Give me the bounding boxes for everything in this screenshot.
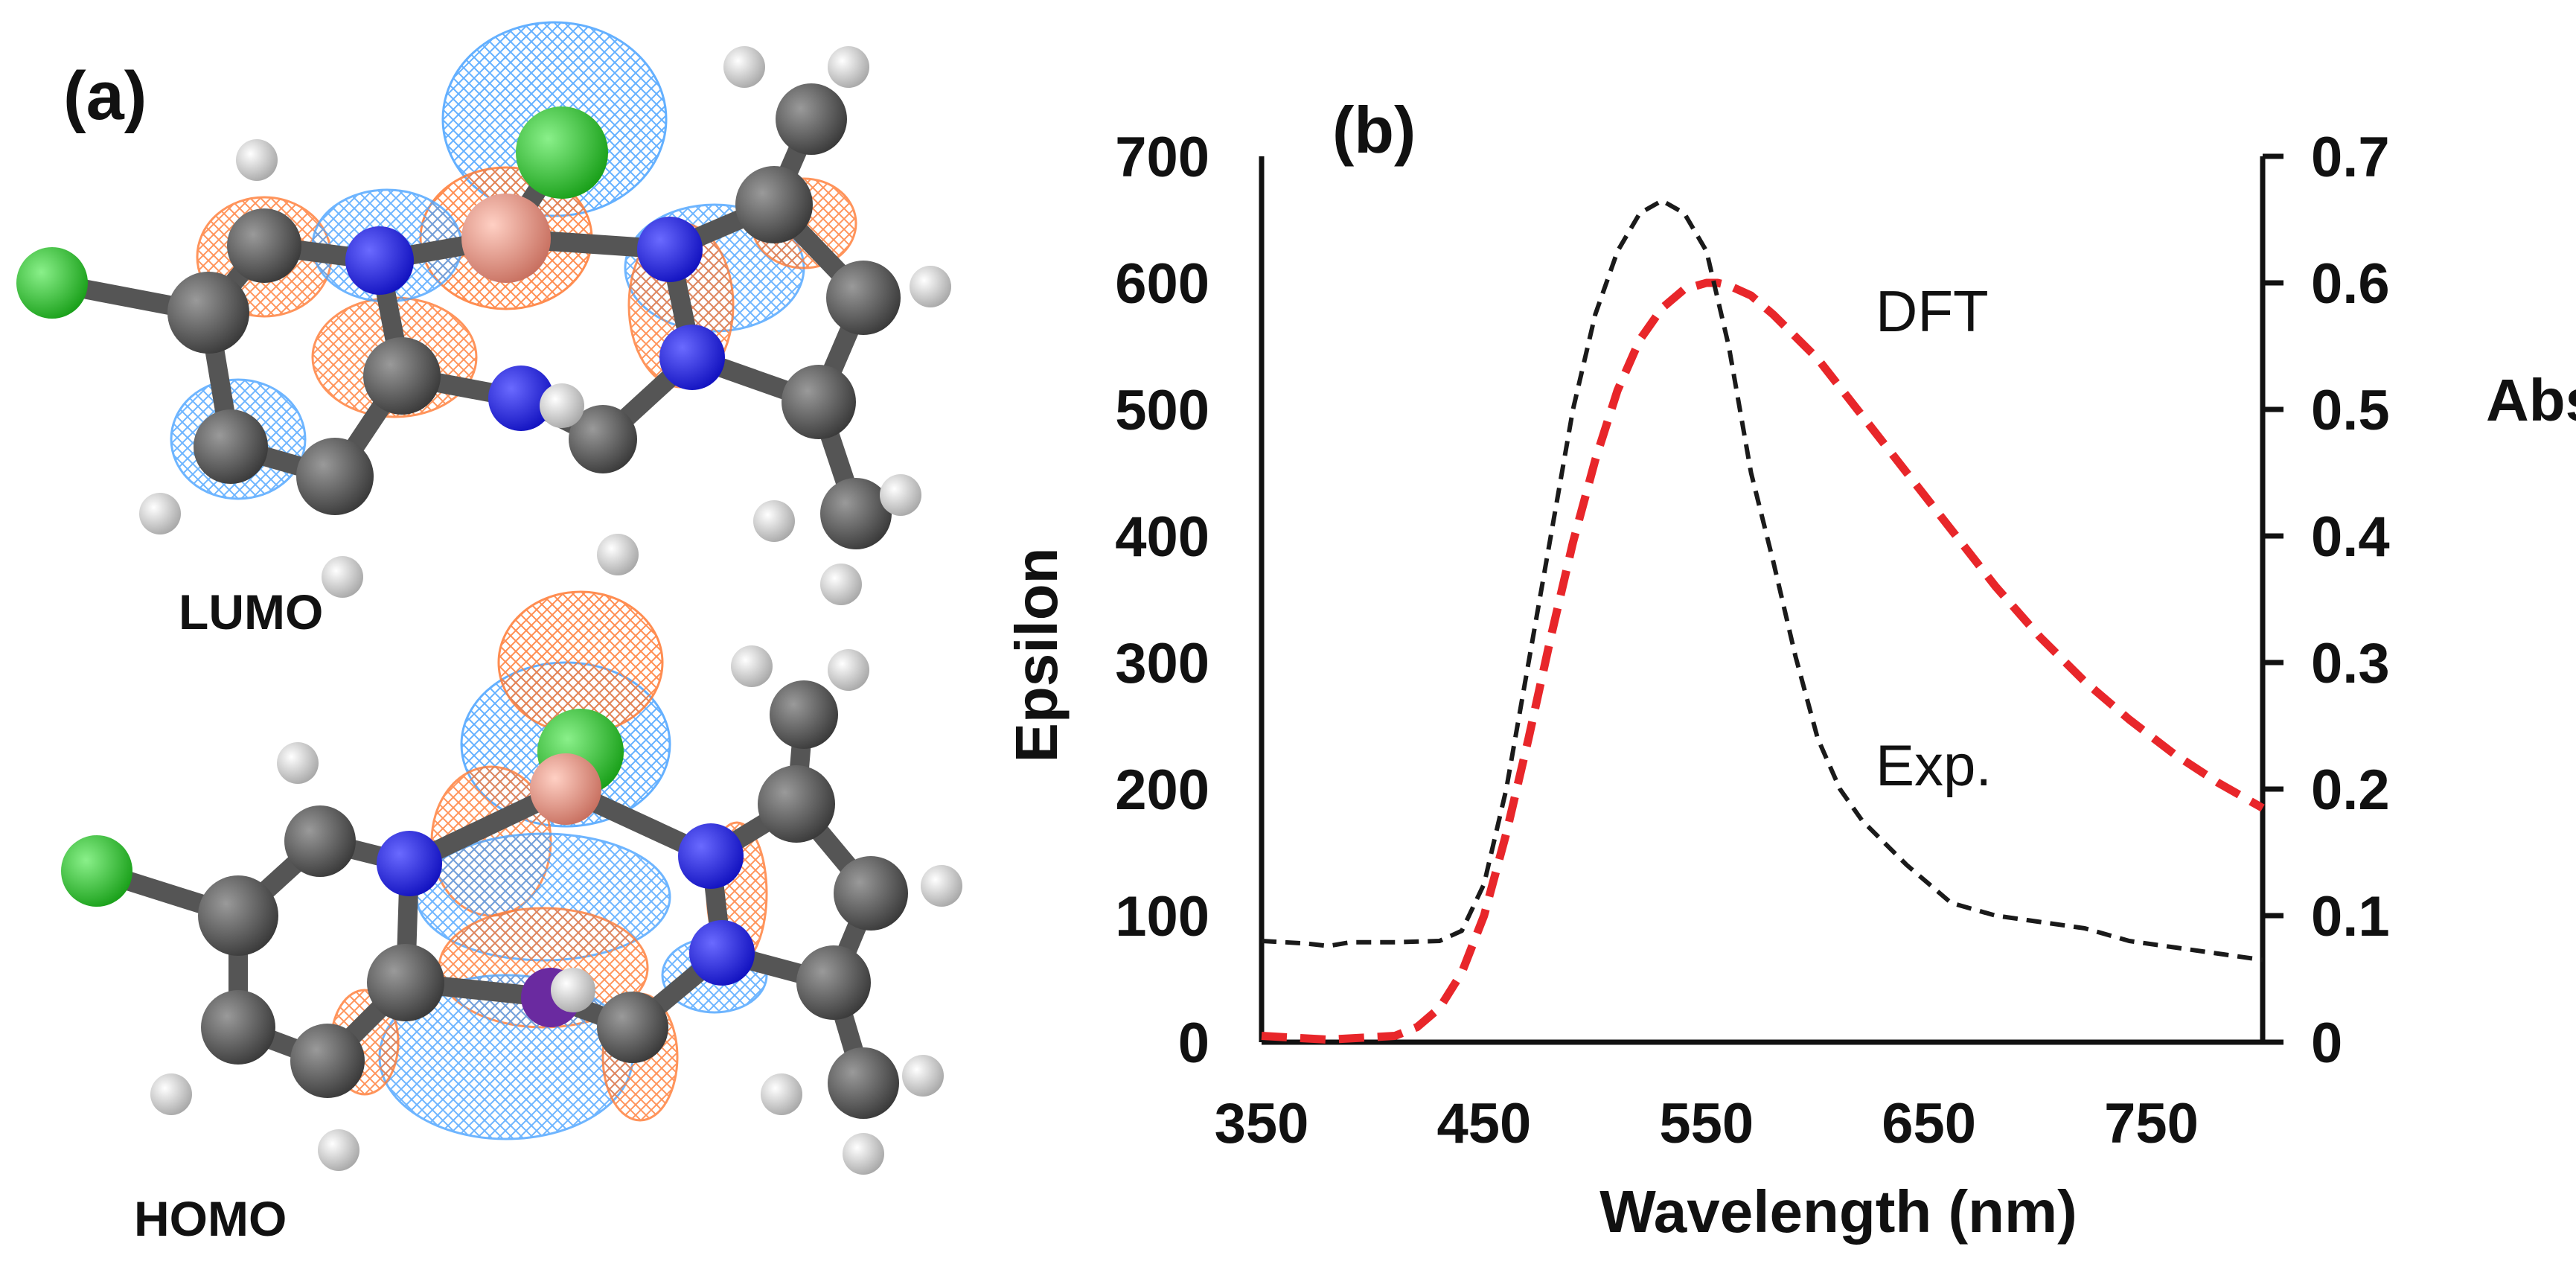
molecular-orbitals-panel: (a) (16, 21, 962, 1246)
hydrogen-atom (551, 968, 595, 1012)
exp-annotation: Exp. (1876, 733, 1992, 798)
y2-tick-label: 0.1 (2311, 885, 2390, 948)
nitrogen-atom (689, 920, 755, 986)
y-tick-label: 700 (1115, 126, 1209, 189)
hydrogen-atom (753, 500, 795, 542)
x-axis-ticks: 350 450 550 650 750 (1215, 1092, 2199, 1155)
carbon-atom (284, 805, 356, 877)
dft-annotation: DFT (1876, 278, 1989, 344)
carbon-atom (828, 1047, 899, 1119)
nitrogen-atom (637, 217, 703, 282)
y-tick-label: 0 (1178, 1012, 1209, 1075)
homo-atoms (61, 645, 962, 1175)
nitrogen-atom (659, 325, 725, 390)
y2-axis-label: Abs. (2486, 367, 2576, 433)
x-tick-label: 650 (1882, 1092, 1976, 1155)
carbon-atom (290, 1024, 365, 1098)
hydrogen-atom (139, 493, 181, 534)
carbon-atom (796, 945, 871, 1020)
y-tick-label: 200 (1115, 759, 1209, 822)
y-tick-label: 100 (1115, 885, 1209, 948)
x-tick-label: 450 (1436, 1092, 1531, 1155)
carbon-atom (167, 272, 249, 354)
hydrogen-atom (731, 645, 773, 687)
y-tick-label: 300 (1115, 632, 1209, 695)
lumo-label: LUMO (179, 584, 323, 639)
y-tick-label: 400 (1115, 505, 1209, 569)
chlorine-atom (16, 247, 88, 319)
hydrogen-atom (828, 649, 869, 691)
hydrogen-atom (921, 865, 962, 907)
nitrogen-atom (488, 366, 554, 431)
chart-series (1261, 198, 2265, 1044)
x-tick-label: 550 (1659, 1092, 1754, 1155)
y2-tick-label: 0.7 (2311, 126, 2390, 189)
carbon-atom (820, 478, 892, 549)
carbon-atom (758, 765, 835, 843)
nitrogen-atom (345, 226, 414, 295)
carbon-atom (770, 680, 838, 749)
metal-atom (530, 753, 601, 825)
y-axis-ticks: 0 100 200 300 400 500 600 700 (1115, 126, 1209, 1075)
y-tick-label: 500 (1115, 379, 1209, 442)
hydrogen-atom (150, 1073, 192, 1115)
panel-a-label: (a) (63, 58, 147, 134)
dft-series-line (1261, 278, 2265, 1044)
carbon-atom (597, 992, 668, 1063)
exp-series-line (1261, 198, 2263, 963)
y2-tick-label: 0 (2311, 1012, 2342, 1075)
hydrogen-atom (761, 1073, 802, 1115)
hydrogen-atom (828, 46, 869, 88)
hydrogen-atom (820, 564, 862, 605)
carbon-atom (735, 166, 813, 243)
chlorine-atom (61, 835, 132, 907)
carbon-atom (826, 261, 901, 335)
x-tick-label: 350 (1215, 1092, 1309, 1155)
hydrogen-atom (902, 1055, 944, 1097)
hydrogen-atom (236, 139, 278, 181)
carbon-atom (776, 83, 847, 155)
carbon-atom (296, 438, 374, 515)
hydrogen-atom (318, 1129, 359, 1171)
y2-tick-label: 0.5 (2311, 379, 2390, 442)
y2-tick-label: 0.6 (2311, 252, 2390, 316)
metal-atom (461, 194, 551, 283)
panel-b-label: (b) (1332, 93, 1416, 167)
hydrogen-atom (843, 1133, 884, 1175)
homo-label: HOMO (134, 1191, 287, 1246)
y2-tick-label: 0.2 (2311, 759, 2390, 822)
chlorine-atom (516, 106, 608, 199)
y-tick-label: 600 (1115, 252, 1209, 316)
carbon-atom (782, 365, 856, 439)
lumo-molecule (16, 21, 951, 605)
carbon-atom (227, 208, 301, 283)
carbon-atom (367, 944, 444, 1021)
hydrogen-atom (723, 46, 765, 88)
y2-tick-label: 0.4 (2311, 505, 2390, 569)
y-axis-label: Epsilon (1003, 548, 1070, 763)
y2-axis-ticks: 0 0.1 0.2 0.3 0.4 0.5 0.6 0.7 (2263, 126, 2390, 1075)
hydrogen-atom (540, 383, 584, 428)
lumo-atoms (16, 46, 951, 605)
hydrogen-atom (910, 266, 951, 307)
carbon-atom (201, 990, 275, 1065)
nitrogen-atom (678, 823, 744, 889)
homo-molecule (61, 590, 962, 1175)
chart-axes (1259, 156, 2266, 1045)
x-tick-label: 750 (2104, 1092, 2199, 1155)
hydrogen-atom (597, 534, 639, 575)
y2-tick-label: 0.3 (2311, 632, 2390, 695)
carbon-atom (198, 875, 278, 956)
x-axis-label: Wavelength (nm) (1599, 1178, 2077, 1245)
hydrogen-atom (880, 474, 921, 516)
hydrogen-atom (322, 556, 363, 598)
carbon-atom (569, 405, 637, 473)
nitrogen-atom (377, 831, 442, 896)
carbon-atom (363, 337, 441, 415)
carbon-atom (834, 856, 908, 931)
absorption-spectrum-chart: (b) 350 450 550 650 750 0 100 200 300 400 500 600 7… (1003, 93, 2576, 1245)
hydrogen-atom (277, 742, 319, 784)
carbon-atom (194, 409, 268, 484)
